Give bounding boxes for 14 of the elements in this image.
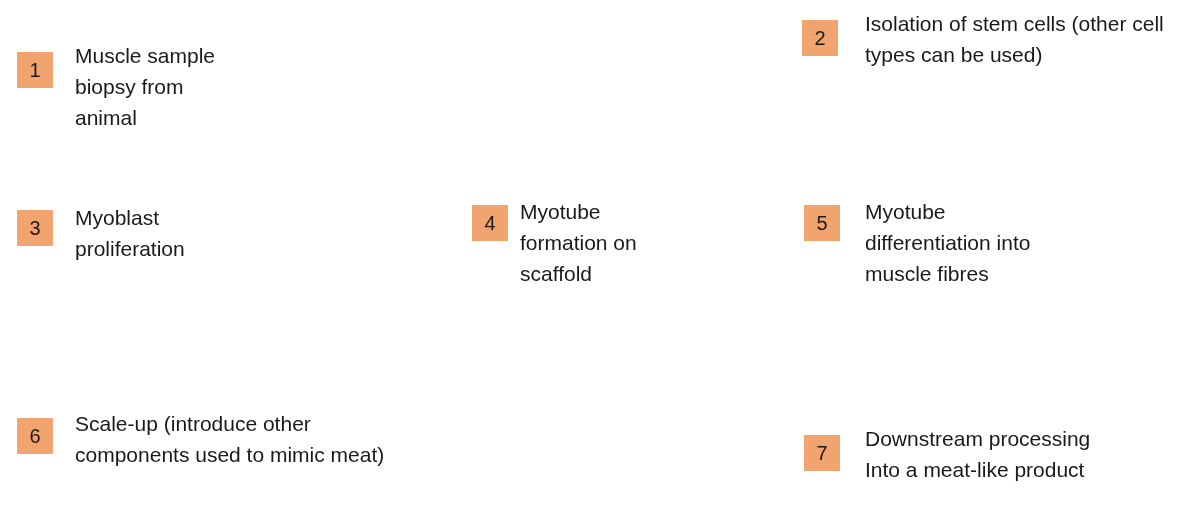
step-description: Scale-up (introduce other components used to mimic meat) [75,411,386,468]
step-description: Downstream processing Into a meat-like product [865,426,1092,483]
step-number: 4 [472,205,508,241]
step-number: 6 [17,418,53,454]
step-description: Myotube formation on scaffold [520,199,638,287]
step-description: Muscle sample biopsy from animal [75,43,217,131]
step-number: 3 [17,210,53,246]
step-description: Myoblast proliferation [75,205,186,262]
step-number: 5 [804,205,840,241]
step-description: Myotube differentiation into muscle fibres [865,199,1032,287]
step-number: 1 [17,52,53,88]
step-number: 7 [804,435,840,471]
step-number: 2 [802,20,838,56]
step-description: Isolation of stem cells (other cell types can be used) [865,11,1165,68]
